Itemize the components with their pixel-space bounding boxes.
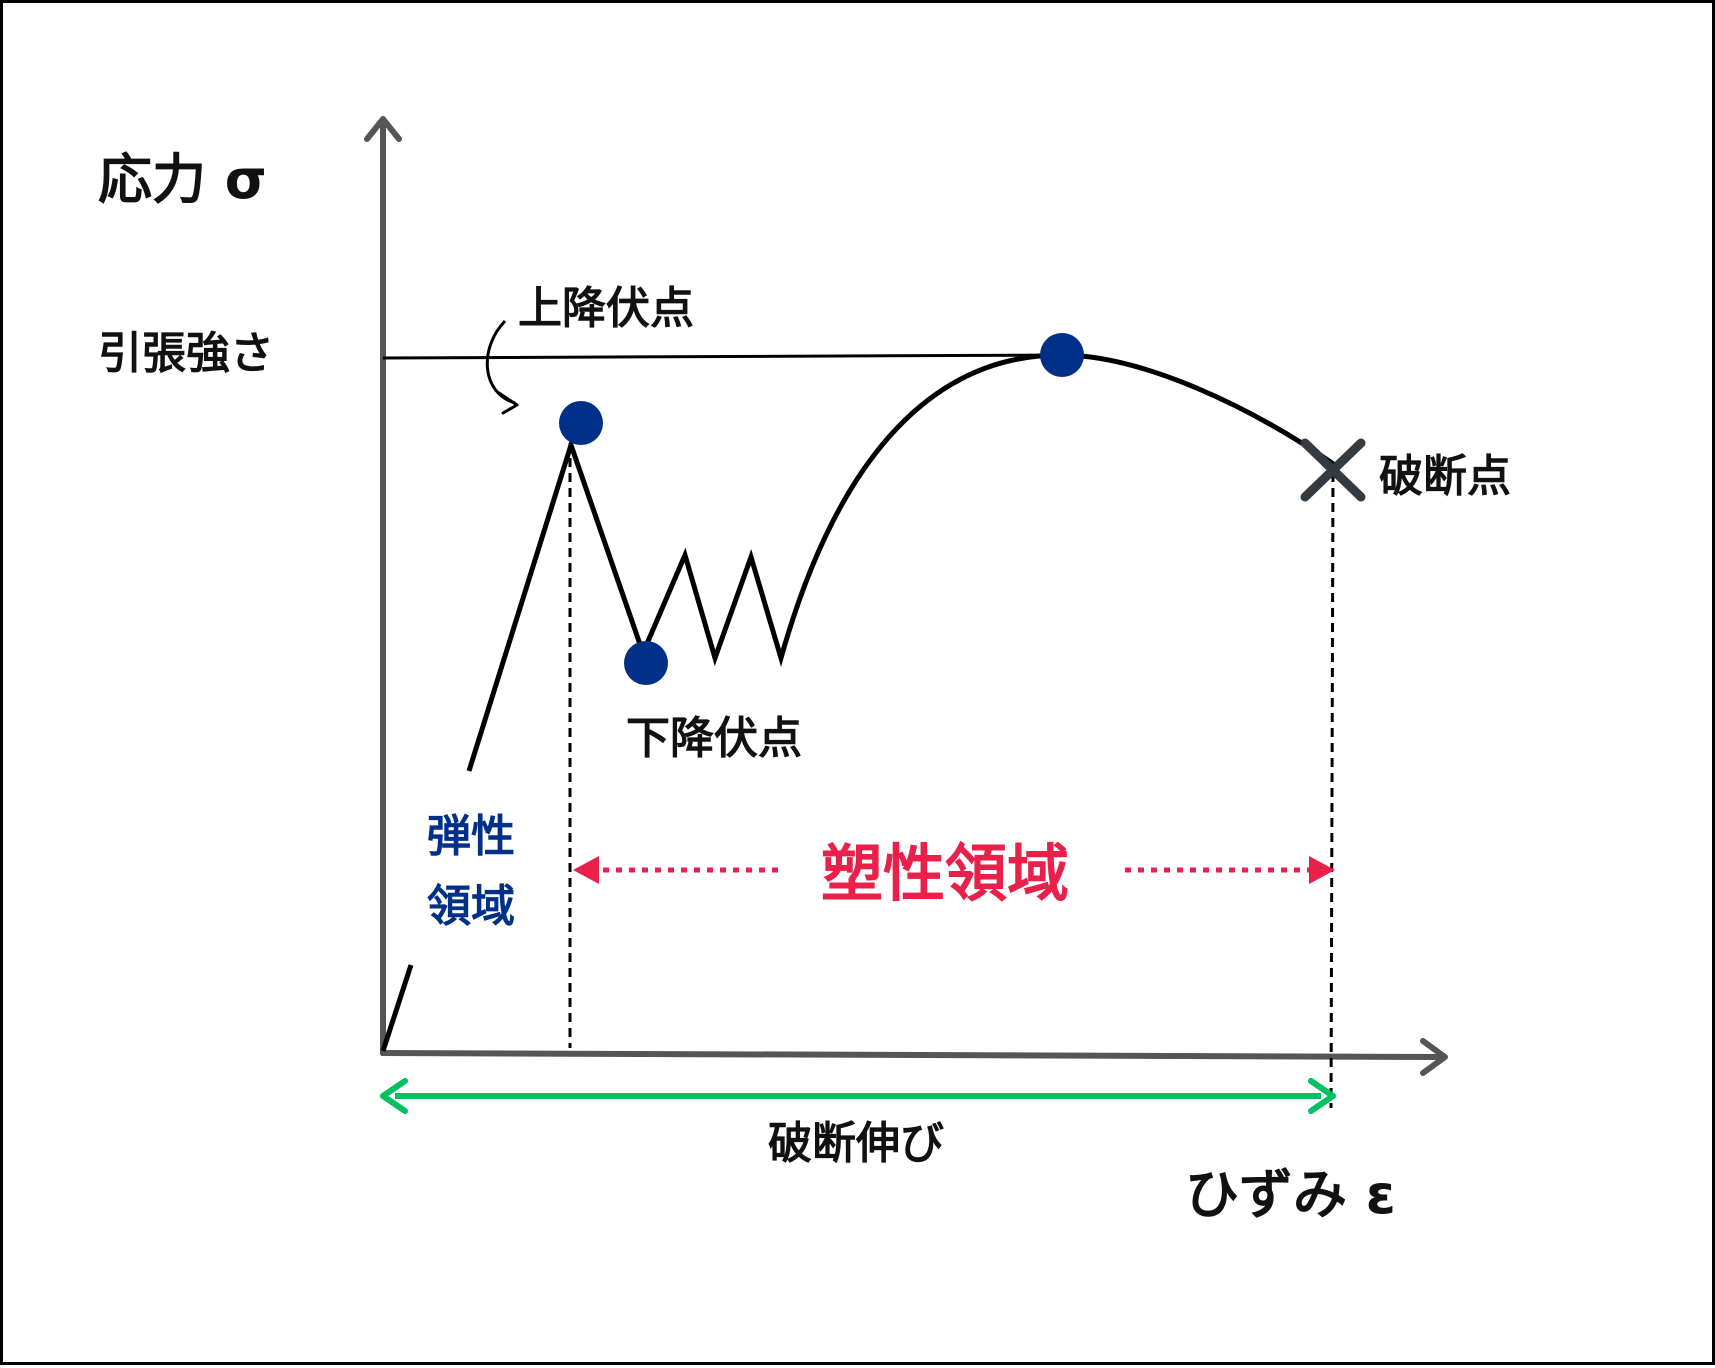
elastic-region-label-line2: 領域 [427,881,515,932]
y-axis [364,116,402,1055]
x-axis-label: ひずみ ε [1185,1163,1396,1226]
fracture-point-label: 破断点 [1379,451,1511,502]
lower-yield-point-marker [624,641,668,685]
plastic-region-label: 塑性領域 [821,837,1069,910]
fracture-point-marker [1300,438,1366,502]
upper-yield-point-marker [559,401,603,445]
elongation-at-break-arrow [380,1078,1336,1114]
elastic-curve-start [380,964,414,1052]
stress-strain-curve [466,352,1337,772]
elongation-at-break-label: 破断伸び [768,1118,944,1169]
upper-yield-pointer-arrow [485,319,519,415]
stress-strain-diagram: 応力 σ 引張強さ 上降伏点 下降伏点 破断点 弾性 領域 塑性領域 破断伸び … [98,116,1511,1226]
plastic-region-right-arrow [1125,856,1335,884]
plastic-region-left-arrow [573,856,778,884]
tensile-strength-label: 引張強さ [98,328,274,379]
fracture-dashed-line [1329,472,1335,1109]
tensile-strength-line [382,353,1062,360]
upper-yield-point-label: 上降伏点 [518,283,694,334]
y-axis-label: 応力 σ [98,148,267,211]
elastic-region-label-line1: 弾性 [427,811,515,862]
tensile-strength-point-marker [1040,333,1084,377]
x-axis [380,1038,1448,1076]
lower-yield-point-label: 下降伏点 [626,713,802,764]
